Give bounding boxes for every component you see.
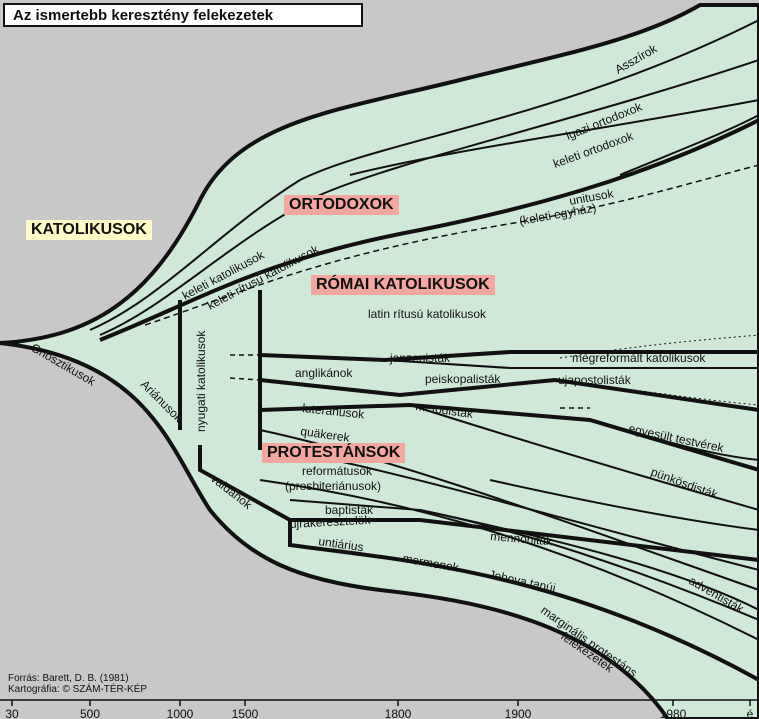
heading-protestansok: PROTESTÁNSOK [262,443,406,463]
credit-cartography: Kartográfia: © SZÁM-TÉR-KÉP [8,684,148,695]
tree-body [0,3,759,719]
axis-tick-1980: 1980 [660,707,687,719]
axis-tick-30: 30 [5,707,19,719]
axis-tick-1900: 1900 [505,707,532,719]
label-peiskopalistak: peiskopalisták [425,372,501,386]
label-latin-ritusu: latin rítusú katolikusok [368,307,487,321]
label-reformatusok-2: (presbiteriánusok) [285,479,381,493]
heading-ortodoxok: ORTODOXOK [284,195,399,215]
heading-katolikusok: KATOLIKUSOK [26,220,152,240]
axis-tick-1800: 1800 [385,707,412,719]
axis-tick-1000: 1000 [167,707,194,719]
time-axis: 30 500 1000 1500 1800 1900 1980 é [0,699,759,719]
label-janzenistak: janzenisták [389,351,451,365]
credit-source: Forrás: Barett, D. B. (1981) [8,673,129,684]
label-untiarius: untiárius [318,534,365,554]
label-megreformalt: megreformált katolikusok [572,351,706,365]
label-anglikanok: anglikánok [295,366,353,380]
heading-romai-katolikusok: RÓMAI KATOLIKUSOK [311,275,495,295]
label-quakerek: quäkerek [300,424,352,445]
axis-tick-500: 500 [80,707,100,719]
label-baptistak: baptisták [325,503,374,517]
label-lutheranusok: luteránusok [302,401,366,422]
axis-tick-1500: 1500 [232,707,259,719]
label-ujapostolistak: ujapostolisták [558,373,632,387]
label-nyugati-katolikusok: nyugati katolikusok [194,330,208,432]
branch-lines [89,19,759,682]
label-ujrakeresztelok: újrakeresztelök [289,513,371,531]
label-reformatusok-1: reformátusok [302,464,373,478]
diagram-title: Az ismertebb keresztény felekezetek [3,3,363,27]
axis-tick-e: é [747,707,754,719]
label-mennonitak: mennoniták [490,529,554,548]
